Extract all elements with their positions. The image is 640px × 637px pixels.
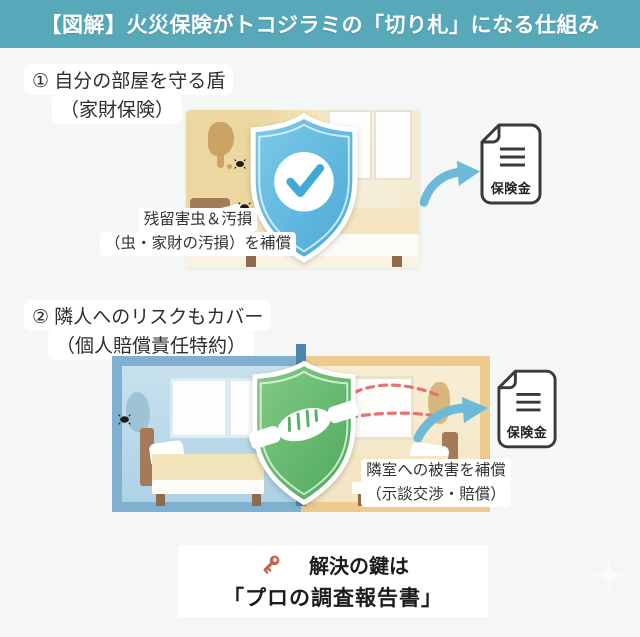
section1-heading-line1: ① 自分の部屋を守る盾: [24, 64, 234, 95]
bed-leg: [392, 256, 402, 267]
footer-line1-text: 解決の鍵は: [309, 556, 409, 578]
bug-icon: [118, 412, 131, 425]
section2-caption: 隣室への被害を補償 （示談交渉・賠償）: [346, 459, 526, 508]
arrow-right-icon: [419, 156, 482, 210]
bed-side: [152, 480, 264, 494]
sparkle-icon: [592, 558, 626, 592]
section1-caption: 残留害虫＆汚損 （虫・家財の汚損）を補償: [84, 208, 312, 257]
window: [170, 378, 228, 438]
wall-stain-drip: [217, 152, 224, 168]
page-title: 【図解】火災保険がトコジラミの「切り札」になる仕組み: [40, 14, 600, 37]
header-bar: 【図解】火災保険がトコジラミの「切り札」になる仕組み: [0, 0, 640, 48]
doc-label: 保険金: [490, 181, 532, 196]
footer-line2-text: 「プロの調査報告書」: [223, 587, 443, 610]
bed-headboard: [140, 428, 154, 486]
document-icon: 保険金: [479, 122, 543, 206]
bed-leg: [246, 256, 256, 267]
document-icon: 保険金: [496, 368, 558, 450]
wall-stain: [208, 122, 234, 156]
arrow-right-icon: [412, 396, 490, 444]
window: [374, 110, 412, 180]
shield-handshake-icon: [244, 358, 364, 508]
doc-label: 保険金: [506, 425, 548, 440]
section1-heading-line2: （家財保険）: [52, 93, 183, 124]
key-icon: [257, 552, 283, 578]
bug-icon: [234, 156, 246, 169]
shield-check-icon: [242, 112, 366, 264]
bed-leg: [156, 494, 165, 506]
wall-stain: [126, 392, 150, 432]
footer-key-message: 解決の鍵は 「プロの調査報告書」: [178, 545, 488, 617]
section2-heading-line2: （個人賠償責任特約）: [48, 329, 255, 360]
bed-leg: [252, 494, 261, 506]
bed-top: [152, 454, 264, 480]
wall-stain-dot: [227, 164, 232, 169]
section2-heading-line1: ② 隣人へのリスクもカバー: [24, 300, 272, 331]
